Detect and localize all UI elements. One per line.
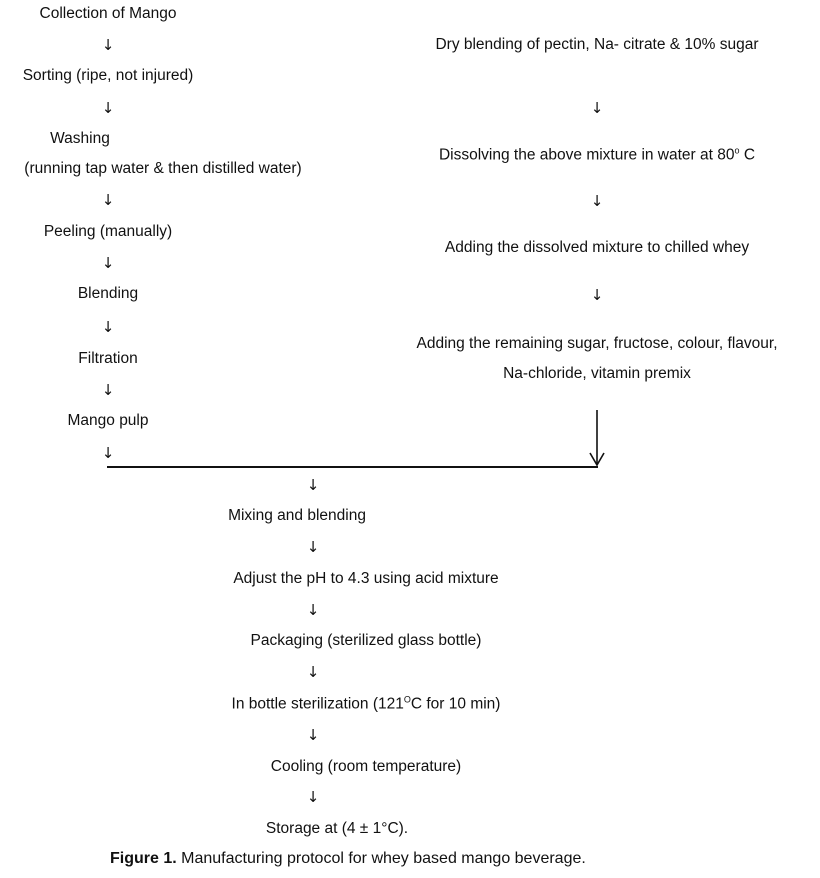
arrow-down-icon: ↓	[101, 318, 115, 336]
arrow-down-icon: ↓	[101, 36, 115, 54]
arrow-down-icon: ↓	[306, 788, 320, 806]
arrow-down-icon: ↓	[590, 286, 604, 304]
step-adding-whey: Adding the dissolved mixture to chilled …	[444, 239, 750, 256]
step-mango-pulp: Mango pulp	[67, 412, 149, 429]
step-storage: Storage at (4 ± 1°C).	[265, 820, 409, 837]
arrow-down-icon: ↓	[101, 381, 115, 399]
arrow-down-icon: ↓	[306, 663, 320, 681]
arrow-down-icon: ↓	[306, 601, 320, 619]
step-sterilization: In bottle sterilization (121OC for 10 mi…	[231, 694, 501, 713]
step-adjust-ph: Adjust the pH to 4.3 using acid mixture	[233, 570, 499, 587]
step-filtration: Filtration	[78, 350, 138, 367]
arrow-down-icon: ↓	[306, 538, 320, 556]
step-adding-remaining: Adding the remaining sugar, fructose, co…	[416, 335, 778, 352]
arrow-down-icon: ↓	[590, 99, 604, 117]
step-blending: Blending	[77, 285, 139, 302]
figure-caption: Figure 1. Manufacturing protocol for whe…	[110, 850, 586, 868]
step-collection: Collection of Mango	[39, 5, 177, 22]
step-washing-detail: (running tap water & then distilled wate…	[24, 160, 302, 177]
arrow-down-icon: ↓	[590, 192, 604, 210]
step-packaging: Packaging (sterilized glass bottle)	[250, 632, 482, 649]
arrow-down-icon: ↓	[101, 191, 115, 209]
merge-line	[107, 466, 598, 468]
step-sorting: Sorting (ripe, not injured)	[22, 67, 194, 84]
arrow-down-icon: ↓	[101, 444, 115, 462]
step-mixing: Mixing and blending	[228, 507, 366, 524]
arrow-down-icon: ↓	[306, 476, 320, 494]
step-dry-blending: Dry blending of pectin, Na- citrate & 10…	[435, 36, 759, 53]
step-washing: Washing	[50, 130, 110, 147]
arrow-down-icon: ↓	[101, 254, 115, 272]
caption-label: Figure 1.	[110, 850, 177, 867]
step-cooling: Cooling (room temperature)	[270, 758, 462, 775]
step-peeling: Peeling (manually)	[43, 223, 173, 240]
step-dissolving: Dissolving the above mixture in water at…	[438, 145, 756, 164]
step-adding-remaining-line2: Na-chloride, vitamin premix	[503, 365, 691, 382]
arrow-down-icon: ↓	[101, 99, 115, 117]
long-arrow-down-icon	[589, 410, 605, 467]
arrow-down-icon: ↓	[306, 726, 320, 744]
caption-text: Manufacturing protocol for whey based ma…	[176, 850, 586, 867]
